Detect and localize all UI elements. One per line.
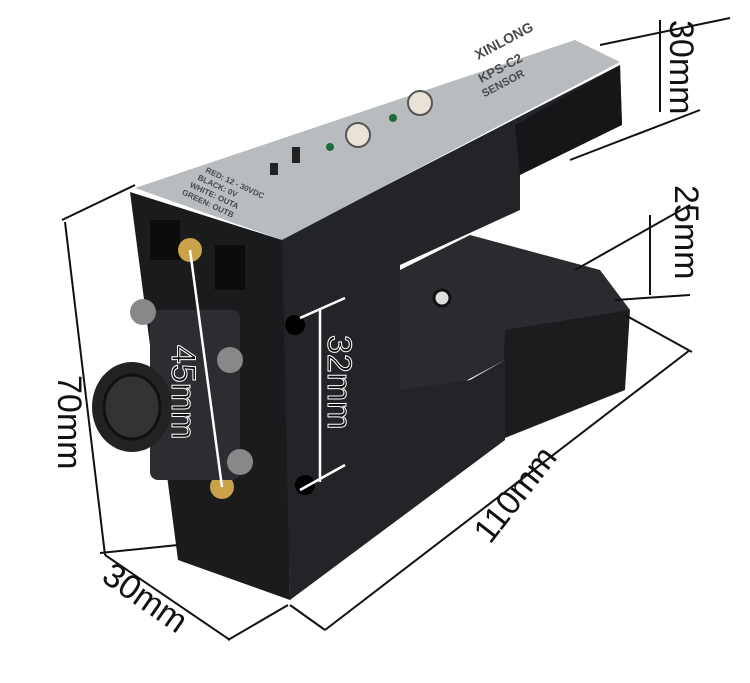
bottom-arm-label: 25mm	[667, 185, 705, 279]
slot-height-label: 32mm	[320, 335, 358, 429]
led-1	[326, 143, 334, 151]
height-label: 70mm	[50, 375, 88, 469]
screw-icon	[227, 449, 253, 475]
screw-icon	[217, 347, 243, 373]
front-recess-1	[150, 220, 180, 260]
led-2	[389, 114, 397, 122]
front-recess-2	[215, 245, 245, 290]
lower-arm-side	[500, 310, 630, 440]
screw-icon	[130, 299, 156, 325]
width-label: 30mm	[95, 555, 194, 640]
mounting-hole-top	[285, 315, 305, 335]
switch[interactable]	[292, 147, 300, 163]
lower-arm-hole	[432, 288, 452, 308]
lower-arm	[400, 235, 630, 400]
top-arm-label: 30mm	[662, 20, 700, 114]
upper-arm-end	[515, 65, 622, 175]
connector-pins	[102, 373, 162, 441]
white-dimension-lines	[188, 249, 346, 492]
top-plate	[135, 40, 620, 240]
body-side	[280, 65, 622, 600]
switch-2[interactable]	[270, 163, 278, 175]
adjust-knob-1[interactable]	[345, 122, 371, 148]
adjust-knob-2[interactable]	[407, 90, 433, 116]
mounting-hole-bottom	[295, 475, 315, 495]
brand-label: XINLONG	[472, 19, 536, 63]
connector-flange	[150, 310, 240, 480]
dimension-lines	[61, 17, 731, 641]
hole-spacing-label: 45mm	[164, 345, 202, 439]
